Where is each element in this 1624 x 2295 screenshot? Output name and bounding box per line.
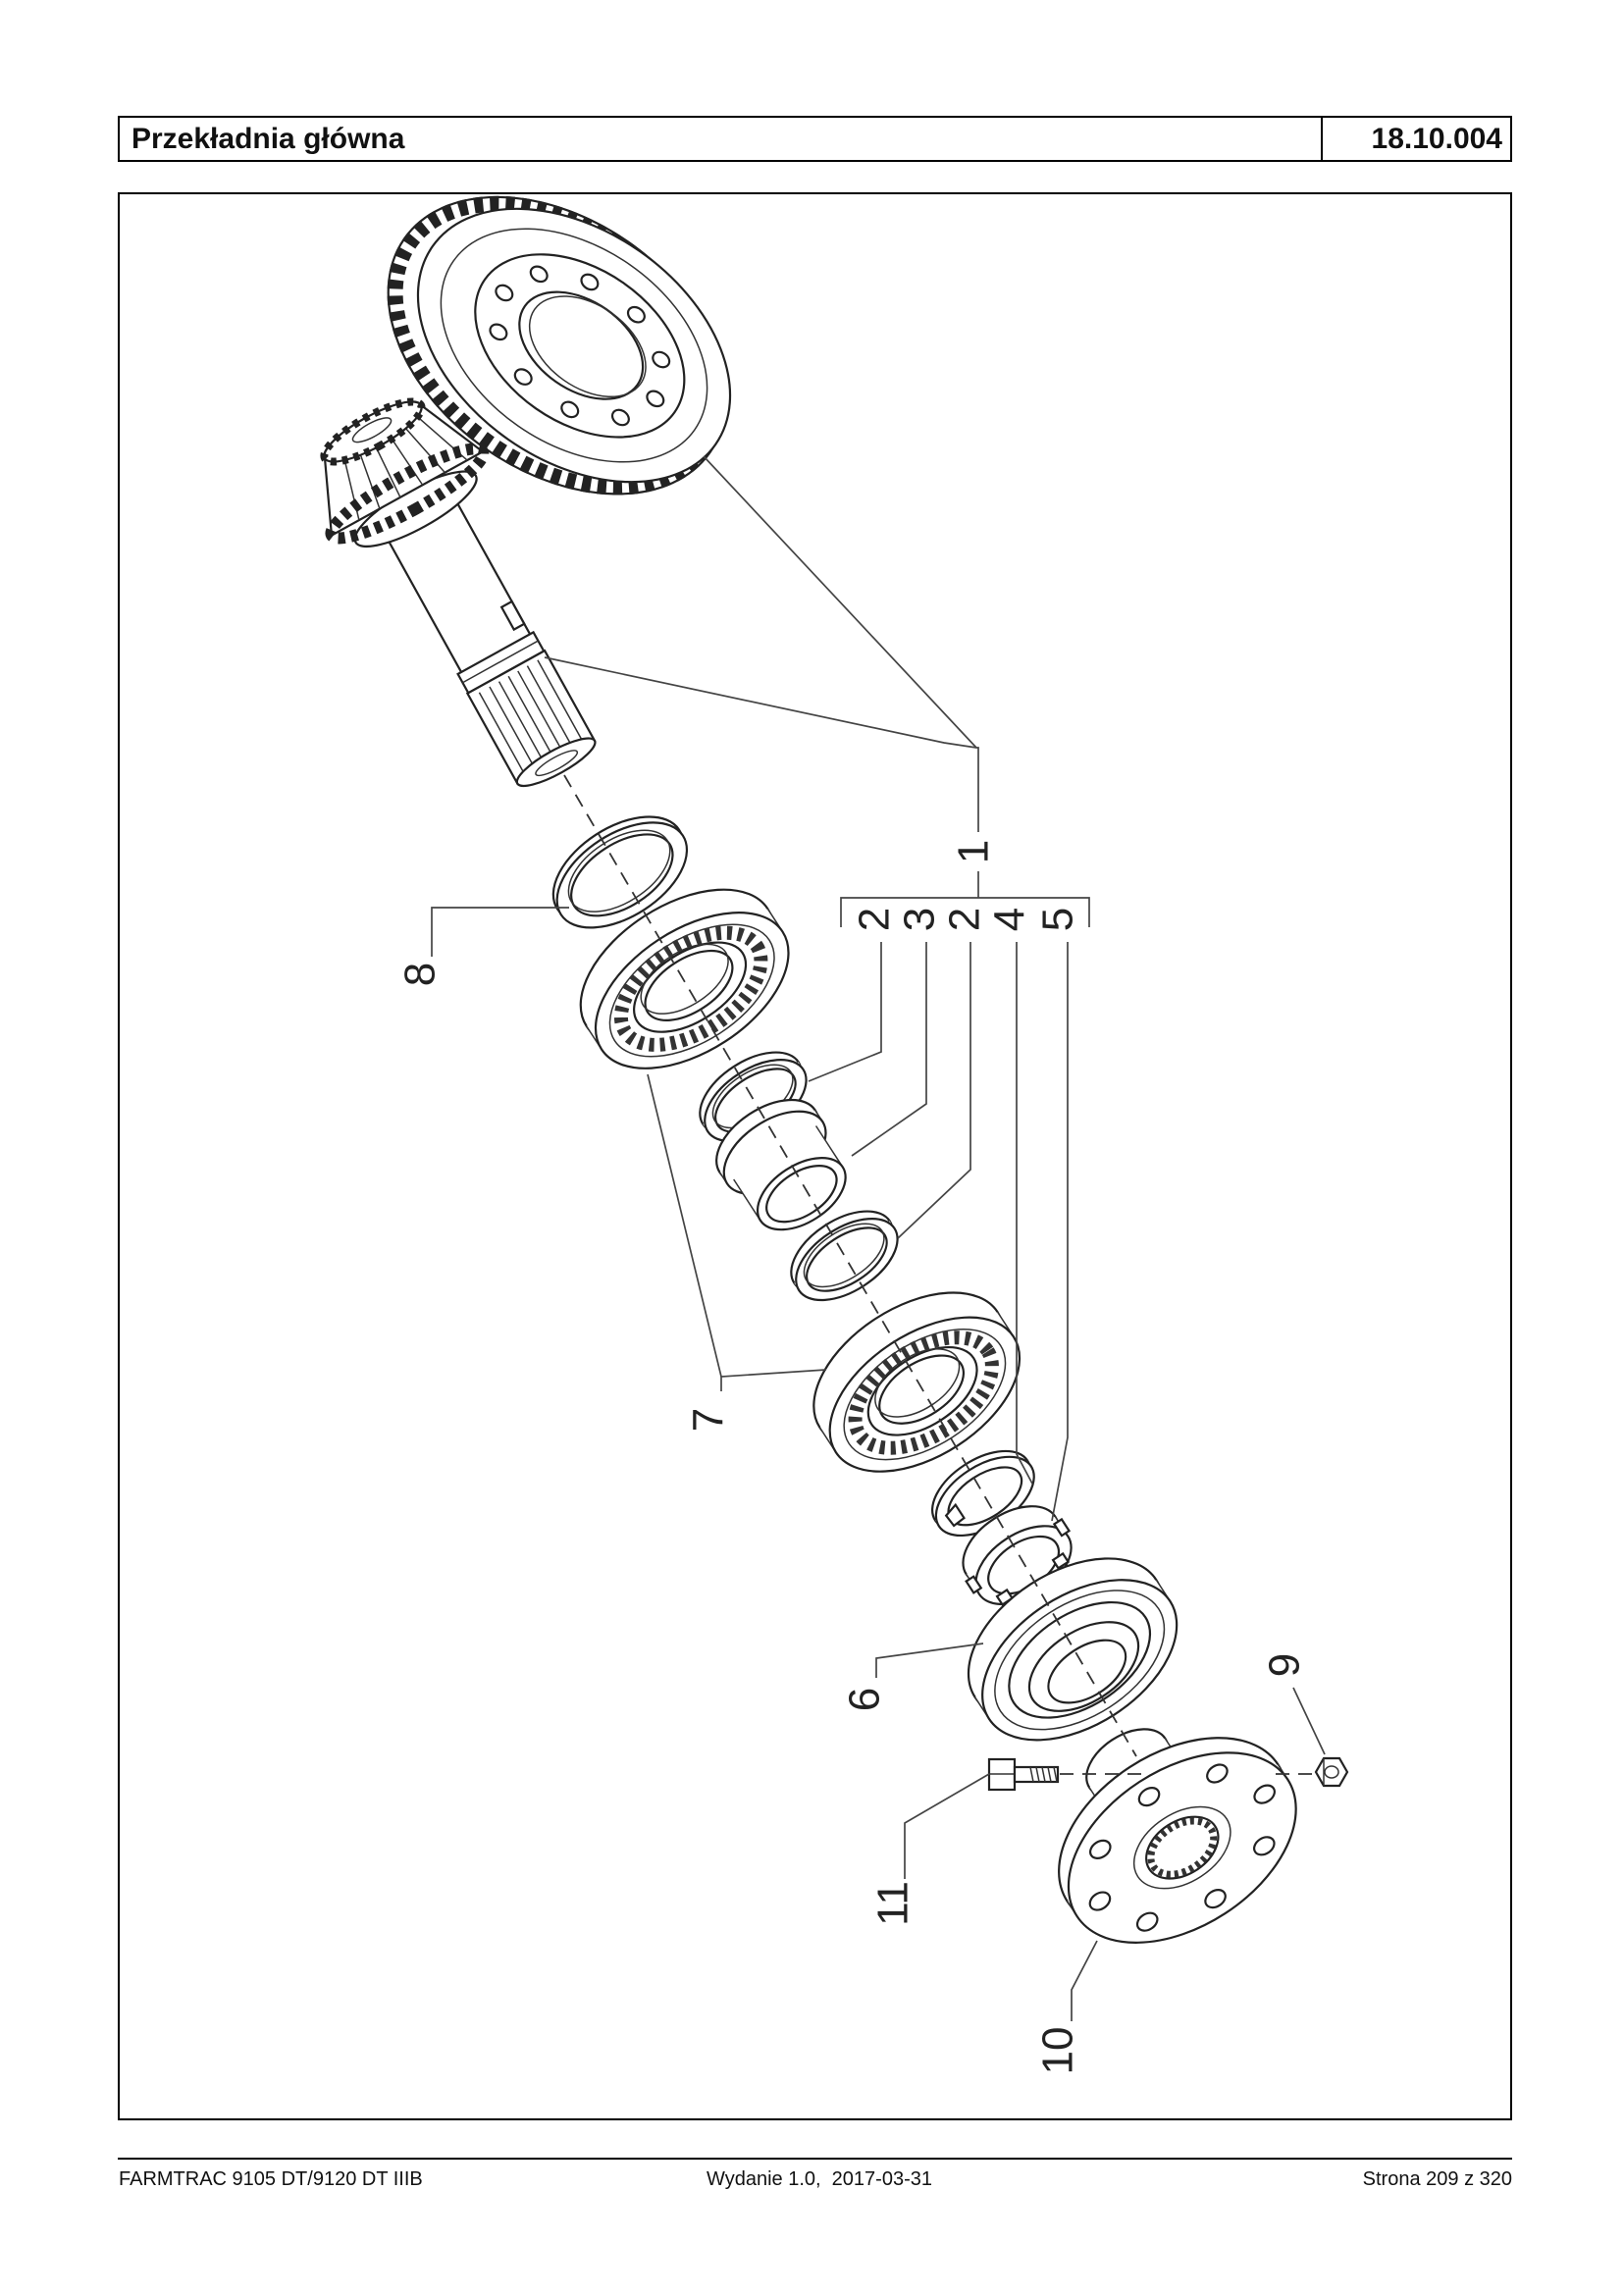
- centre-lines: [563, 774, 1315, 1775]
- footer-rule: [118, 2158, 1512, 2160]
- part-pinion-shaft: [320, 397, 597, 788]
- crown-wheel-bolt-holes: [489, 265, 671, 427]
- part-9-nut: [1314, 1756, 1349, 1788]
- leader-line-4: [1016, 942, 1033, 1485]
- label-7: 7: [685, 1408, 733, 1432]
- drawing-frame: [118, 192, 1512, 2120]
- leader-line-7-lower: [720, 1369, 827, 1391]
- part-4-lock-washer: [930, 1449, 1035, 1538]
- leader-line-5: [1051, 942, 1069, 1522]
- footer-edition: Wydanie 1.0, 2017-03-31: [707, 2168, 932, 2190]
- position-labels: 1 2 3 2 4 5 8 7 6 9 11 10: [396, 840, 1309, 2075]
- bracket-2-5: [840, 897, 1090, 927]
- label-2a: 2: [851, 908, 899, 931]
- section-code: 18.10.004: [1371, 123, 1502, 155]
- leader-line-2b: [897, 942, 971, 1239]
- leader-lines: [431, 455, 1326, 2021]
- leader-line-9: [1292, 1687, 1326, 1755]
- label-4: 4: [986, 908, 1034, 931]
- flange-bolt-holes: [1088, 1763, 1276, 1932]
- header-divider: [1321, 118, 1323, 160]
- leader-line-7-upper: [647, 1073, 722, 1378]
- label-5: 5: [1034, 908, 1082, 931]
- label-6: 6: [841, 1688, 889, 1711]
- leader-line-1-pinion: [544, 656, 979, 832]
- part-7-bearing-lower: [812, 1291, 1022, 1473]
- leader-line-11: [904, 1773, 990, 1879]
- leader-line-2a: [808, 942, 882, 1082]
- leader-line-10: [1071, 1940, 1098, 2021]
- footer-model: FARMTRAC 9105 DT/9120 DT IIIB: [119, 2168, 423, 2190]
- label-11: 11: [869, 1881, 917, 1926]
- label-10: 10: [1034, 2027, 1082, 2075]
- part-3-spacer-sleeve: [715, 1098, 847, 1231]
- section-title: Przekładnia główna: [131, 123, 405, 155]
- leader-line-8: [431, 907, 569, 957]
- part-crown-wheel: [387, 195, 732, 496]
- footer-page-number: Strona 209 z 320: [1362, 2168, 1512, 2190]
- leader-line-6: [875, 1643, 984, 1678]
- part-7-bearing-upper: [579, 888, 790, 1069]
- part-11-bolt: [987, 1757, 1060, 1792]
- label-8: 8: [396, 963, 445, 986]
- leader-line-1-crown: [703, 455, 977, 749]
- label-1: 1: [950, 840, 998, 863]
- page-header: Przekładnia główna 18.10.004: [118, 116, 1512, 162]
- label-2b: 2: [941, 908, 989, 931]
- label-3: 3: [896, 908, 944, 931]
- label-9: 9: [1261, 1653, 1309, 1677]
- leader-line-3: [851, 942, 927, 1157]
- part-10-flange: [1058, 1728, 1297, 1944]
